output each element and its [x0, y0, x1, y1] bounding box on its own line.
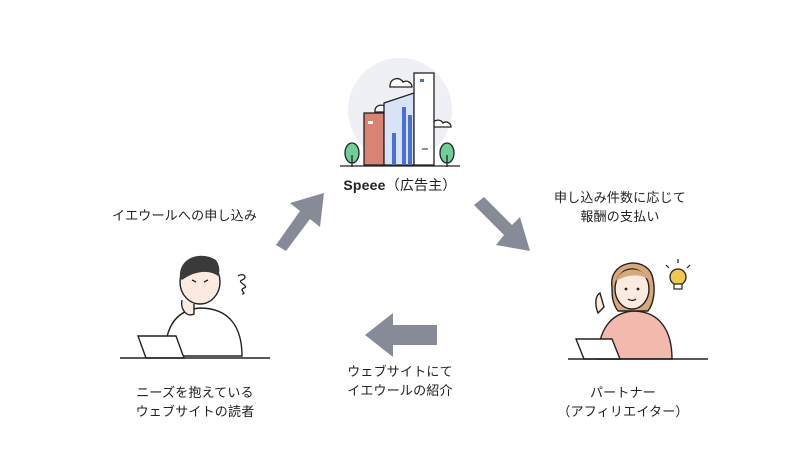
sponsor-label: Speee（広告主）	[330, 176, 470, 196]
arrow-sponsor-to-partner	[474, 197, 530, 251]
arrow-partner-to-reader	[365, 313, 437, 357]
reader-label-line1: ニーズを抱えている	[136, 386, 254, 401]
partner-label: パートナー （アフィリエイター）	[548, 384, 698, 422]
sponsor-role: （広告主）	[385, 178, 457, 194]
flow-label-introduction: ウェブサイトにて イエウールの紹介	[330, 363, 470, 401]
reader-illustration	[120, 255, 270, 359]
partner-illustration	[568, 259, 708, 360]
building-illustration	[340, 58, 460, 167]
partner-label-line2: （アフィリエイター）	[557, 405, 689, 420]
arrow-reader-to-sponsor	[276, 193, 324, 251]
flow-label-payment-line2: 報酬の支払い	[580, 210, 660, 225]
flow-label-payment-line1: 申し込み件数に応じて	[553, 191, 686, 206]
partner-label-line1: パートナー	[589, 386, 656, 401]
flow-label-introduction-line1: ウェブサイトにて	[347, 365, 453, 380]
flow-label-payment: 申し込み件数に応じて 報酬の支払い	[530, 189, 710, 227]
reader-label-line2: ウェブサイトの読者	[135, 405, 255, 420]
flow-label-application: イエウールへの申し込み	[112, 209, 258, 224]
reader-label: ニーズを抱えている ウェブサイトの読者	[110, 384, 280, 422]
flow-label-introduction-line2: イエウールの紹介	[347, 384, 453, 399]
sponsor-name: Speee	[343, 177, 386, 193]
